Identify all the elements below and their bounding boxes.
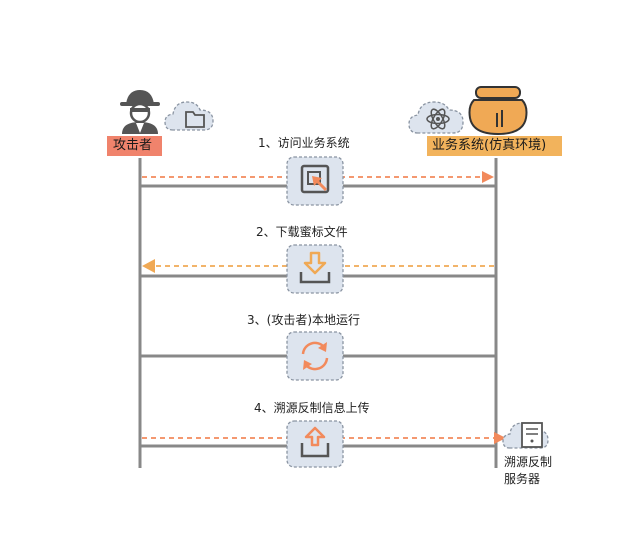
step-3-panel bbox=[286, 331, 344, 381]
download-icon bbox=[299, 251, 331, 284]
folder-cloud-icon bbox=[164, 101, 214, 131]
cursor-select-icon bbox=[300, 164, 330, 194]
attacker-label-bg bbox=[107, 136, 162, 156]
attacker-label: 攻击者 bbox=[113, 138, 153, 153]
traceback-server-label-line2: 服务器 bbox=[504, 472, 541, 486]
atom-cloud-icon bbox=[408, 101, 464, 134]
step-1-label: 1、访问业务系统 bbox=[258, 136, 350, 150]
server-cloud-icon bbox=[502, 422, 549, 449]
refresh-icon bbox=[301, 341, 329, 371]
attacker-spy-icon bbox=[120, 90, 160, 134]
step-4-label: 4、溯源反制信息上传 bbox=[254, 401, 370, 415]
step-3-label: 3、(攻击者)本地运行 bbox=[247, 313, 360, 327]
arrow-upload-info bbox=[142, 432, 506, 444]
upload-icon bbox=[300, 426, 330, 458]
traceback-server-label-line1: 溯源反制 bbox=[504, 455, 553, 469]
step-1-panel bbox=[286, 156, 344, 206]
step-4-panel bbox=[286, 420, 344, 468]
step-2-panel bbox=[286, 244, 344, 294]
business-label-bg bbox=[427, 136, 562, 156]
honeypot-icon bbox=[468, 86, 528, 136]
business-system-label: 业务系统(仿真环境) bbox=[432, 138, 547, 153]
step-2-label: 2、下载蜜标文件 bbox=[256, 225, 348, 239]
traceback-server-label: 溯源反制 服务器 bbox=[504, 454, 552, 488]
